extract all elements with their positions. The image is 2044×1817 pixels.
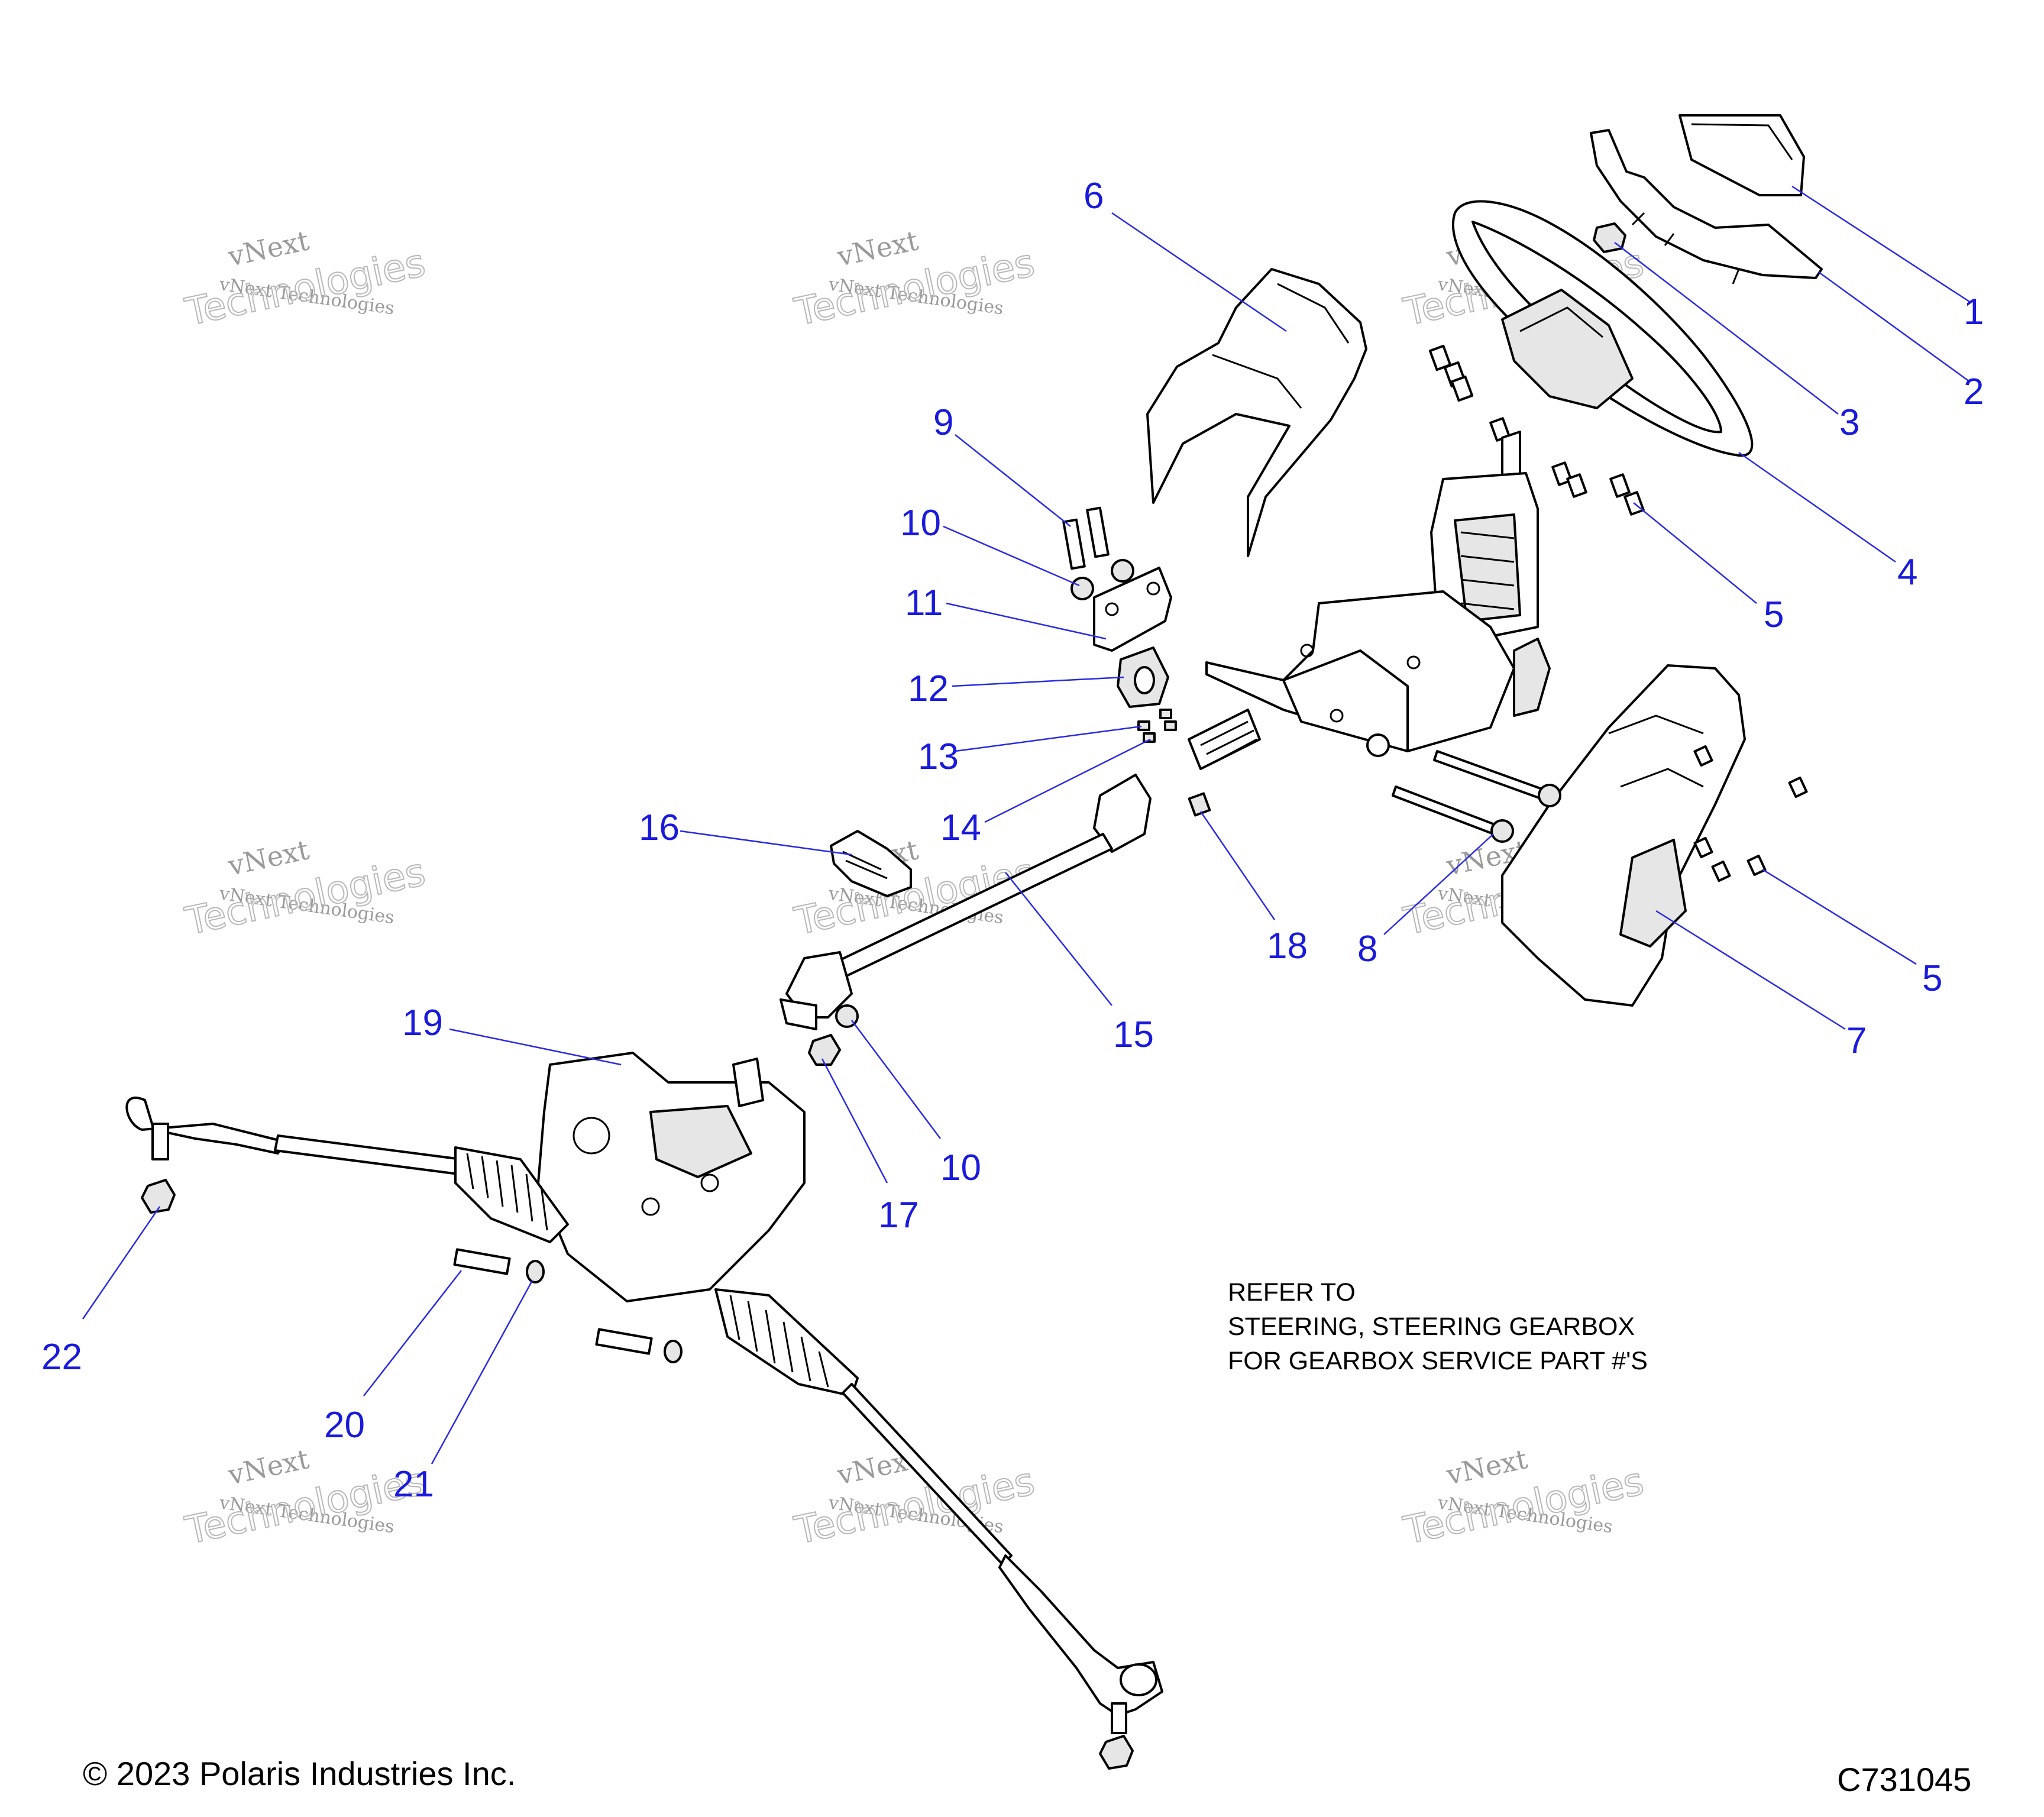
callout-3: 3 bbox=[1839, 402, 1859, 443]
note-line: STEERING, STEERING GEARBOX bbox=[1228, 1312, 1635, 1341]
callout-19: 19 bbox=[402, 1003, 443, 1043]
callout-1: 1 bbox=[1964, 292, 1984, 332]
lower-fasteners bbox=[808, 1004, 859, 1066]
callout-18: 18 bbox=[1267, 926, 1308, 966]
watermark: vNext vNext Technologies Technologies bbox=[790, 224, 1039, 335]
steering-column bbox=[1188, 431, 1551, 770]
upper-column-cover bbox=[1146, 268, 1367, 557]
diagram-code: C731045 bbox=[1837, 1761, 1972, 1798]
watermark-line1: vNext bbox=[1443, 1443, 1531, 1491]
lower-column-cover bbox=[1501, 664, 1746, 1007]
callout-7: 7 bbox=[1846, 1020, 1867, 1061]
callout-5-upper: 5 bbox=[1764, 594, 1784, 635]
shaft-shield bbox=[830, 830, 912, 897]
flange-nuts-upper bbox=[1070, 559, 1134, 600]
callout-16: 16 bbox=[639, 807, 680, 848]
steering-rack bbox=[125, 1052, 1163, 1734]
intermediate-shaft bbox=[780, 774, 1152, 1030]
callout-21: 21 bbox=[393, 1464, 434, 1505]
watermark-line1: vNext bbox=[225, 224, 312, 273]
callout-5-lower: 5 bbox=[1922, 958, 1942, 999]
gearbox-reference-note: REFER TO STEERING, STEERING GEARBOX FOR … bbox=[1228, 1275, 1648, 1378]
column-bushing bbox=[1117, 646, 1169, 708]
note-line: REFER TO bbox=[1228, 1278, 1356, 1307]
callout-22: 22 bbox=[41, 1337, 82, 1378]
steering-wheel bbox=[1451, 200, 1754, 457]
copyright-text: © 2023 Polaris Industries Inc. bbox=[83, 1755, 516, 1792]
note-line: FOR GEARBOX SERVICE PART #'S bbox=[1228, 1347, 1648, 1375]
leader-lines bbox=[82, 185, 1970, 1464]
wheel-trim-bracket bbox=[1590, 129, 1823, 284]
bracket-bolts bbox=[1062, 506, 1110, 570]
callout-14: 14 bbox=[940, 807, 981, 848]
pinch-bolt bbox=[1188, 792, 1211, 817]
tie-rod-nuts bbox=[141, 1179, 1134, 1770]
screw-set-lower bbox=[1693, 745, 1808, 882]
mounting-bolts bbox=[1392, 750, 1561, 843]
watermark-line1: vNext bbox=[225, 1443, 312, 1491]
watermark: vNext vNext Technologies Technologies bbox=[181, 224, 430, 335]
callout-20: 20 bbox=[324, 1405, 365, 1446]
callout-13: 13 bbox=[918, 736, 959, 777]
callout-labels: 1 2 3 4 5 5 6 7 8 9 10 10 11 12 13 14 15… bbox=[41, 176, 1984, 1505]
watermark-line1: vNext bbox=[834, 224, 921, 273]
watermark-line1: vNext bbox=[225, 833, 312, 882]
callout-12: 12 bbox=[908, 668, 949, 709]
callout-11: 11 bbox=[905, 583, 943, 623]
callout-15: 15 bbox=[1113, 1014, 1154, 1055]
callout-8: 8 bbox=[1357, 929, 1377, 969]
watermark: vNext vNext Technologies Technologies bbox=[181, 1443, 430, 1554]
callout-10-lower: 10 bbox=[940, 1147, 981, 1188]
callout-6: 6 bbox=[1084, 176, 1104, 216]
wheel-cap-cover bbox=[1678, 114, 1805, 196]
watermark: vNext vNext Technologies Technologies bbox=[1399, 1443, 1648, 1554]
rack-bolts bbox=[453, 1248, 683, 1363]
callout-10-upper: 10 bbox=[900, 503, 941, 544]
set-screws bbox=[1137, 709, 1177, 743]
watermark: vNext vNext Technologies Technologies bbox=[181, 833, 430, 945]
callout-17: 17 bbox=[878, 1195, 919, 1236]
callout-2: 2 bbox=[1964, 371, 1984, 412]
callout-4: 4 bbox=[1897, 552, 1917, 593]
callout-9: 9 bbox=[933, 402, 953, 443]
column-bracket bbox=[1093, 567, 1172, 652]
